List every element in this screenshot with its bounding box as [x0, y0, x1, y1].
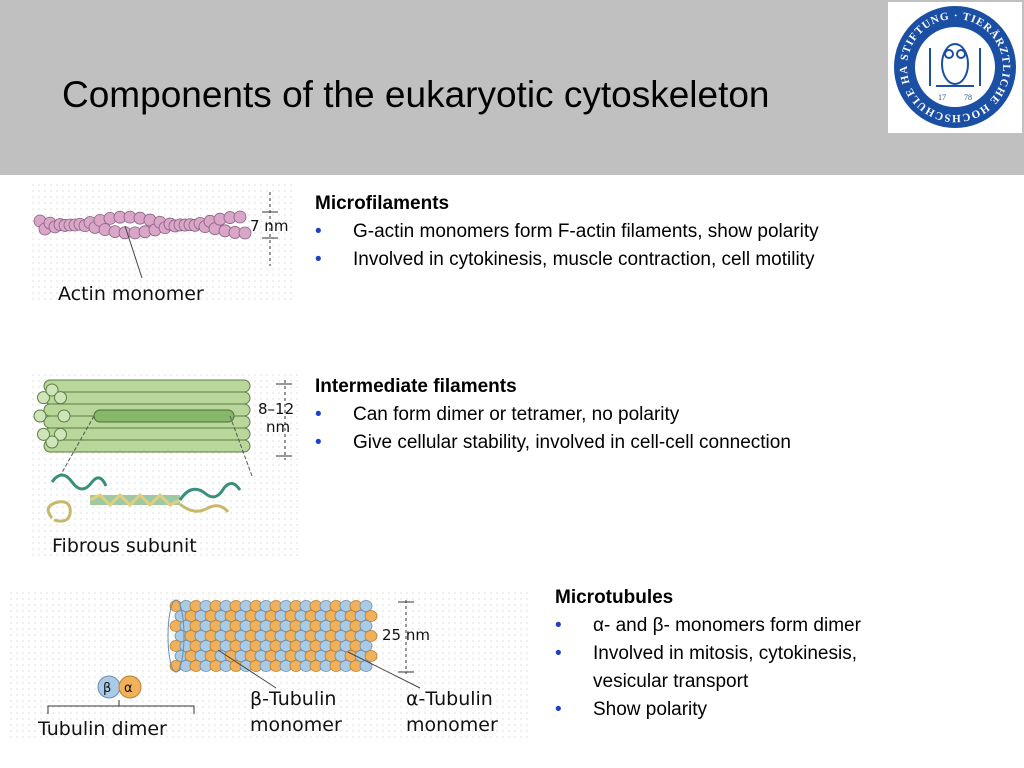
bullet-icon: •	[315, 249, 322, 270]
highlighted-rod	[93, 409, 235, 423]
microtubule-end	[167, 599, 185, 673]
intermediate-filaments-bullets: • Can form dimer or tetramer, no polarity…	[315, 401, 935, 457]
beta-tubulin-bead	[359, 660, 373, 672]
bullet-text: Involved in mitosis, cytokinesis, vesicu…	[593, 643, 857, 692]
page-title: Components of the eukaryotic cytoskeleto…	[62, 74, 770, 115]
alpha-tubulin-label-line2: monomer	[406, 714, 498, 736]
intermediate-filaments-heading: Intermediate filaments	[315, 376, 517, 397]
tubulin-dimer-label: Tubulin dimer	[37, 718, 167, 740]
bullet-text: Show polarity	[593, 699, 708, 720]
microtubules-section: Microtubules • α- and β- monomers form di…	[555, 584, 995, 724]
alpha-tubulin-bead	[364, 630, 378, 642]
alpha-tubulin-label-line1: α-Tubulin	[406, 688, 493, 710]
rod-end	[45, 383, 59, 397]
microtubules-bullets: • α- and β- monomers form dimer • Involved…	[555, 612, 995, 724]
bullet-item: • G-actin monomers form F-actin filaments…	[315, 218, 935, 246]
dimer-alpha-symbol: α	[124, 681, 133, 696]
microtubule-figure: 25 nm β α Tubulin dimer β-Tubulin monome…	[8, 590, 530, 742]
fibrous-subunit-label: Fibrous subunit	[52, 535, 197, 557]
intermediate-filament-bundle	[33, 379, 251, 453]
bullet-text: Give cellular stability, involved in cel…	[353, 432, 791, 453]
bullet-icon: •	[315, 404, 322, 425]
bullet-item: • Can form dimer or tetramer, no polarity	[315, 401, 935, 429]
intermediate-filament-figure: 8–12 nm Fibrous subunit	[30, 372, 298, 560]
actin-filament	[33, 210, 252, 240]
beta-tubulin-bead	[359, 640, 373, 652]
bullet-text: Can form dimer or tetramer, no polarity	[353, 404, 680, 425]
bullet-icon: •	[315, 221, 322, 242]
actin-dimension-label: 7 nm	[250, 217, 288, 235]
dimer-beta-symbol: β	[103, 681, 111, 696]
alpha-tubulin-bead	[364, 650, 378, 662]
fibrous-subunit-drawing	[46, 473, 242, 523]
microfilament-figure: 7 nm Actin monomer	[30, 182, 295, 304]
microtubule-dimension-label: 25 nm	[382, 626, 430, 644]
bullet-text: G-actin monomers form F-actin filaments,…	[353, 221, 819, 242]
bullet-text: α- and β- monomers form dimer	[593, 615, 861, 636]
alpha-tubulin-icon	[118, 675, 142, 699]
bullet-icon: •	[555, 699, 562, 720]
if-dimension-top: 8–12	[258, 400, 294, 418]
bullet-item: • α- and β- monomers form dimer	[555, 612, 995, 640]
seal-year-right: 78	[964, 93, 972, 102]
bullet-item: • Give cellular stability, involved in ce…	[315, 429, 935, 457]
microtubule-cylinder	[167, 599, 378, 673]
filament-rod	[43, 391, 251, 405]
rod-end	[37, 391, 51, 405]
bullet-icon: •	[555, 615, 562, 636]
bullet-item: • Show polarity	[555, 696, 995, 724]
beta-tubulin-bead	[359, 600, 373, 612]
university-logo: STIFTUNG · TIERÄRZTLICHE HOCHSCHULE HANN…	[888, 2, 1022, 133]
beta-tubulin-bead	[359, 620, 373, 632]
alpha-tubulin-bead	[364, 610, 378, 622]
seal-icon: STIFTUNG · TIERÄRZTLICHE HOCHSCHULE HANN…	[888, 2, 1016, 128]
actin-bead	[233, 210, 247, 224]
beta-tubulin-label-line2: monomer	[250, 714, 342, 736]
rod-end	[57, 409, 71, 423]
if-dimension-bottom: nm	[266, 418, 290, 436]
microfilaments-heading: Microfilaments	[315, 193, 450, 214]
filament-rod	[43, 427, 251, 441]
rod-end	[53, 391, 67, 405]
bullet-icon: •	[315, 432, 322, 453]
seal-year-left: 17	[938, 93, 946, 102]
actin-monomer-label: Actin monomer	[58, 283, 204, 304]
actin-bead	[238, 226, 252, 240]
rod-end	[37, 427, 51, 441]
microfilaments-section: Microfilaments • G-actin monomers form F-…	[315, 190, 935, 274]
intermediate-filaments-section: Intermediate filaments • Can form dimer o…	[315, 373, 935, 457]
beta-tubulin-label-line1: β-Tubulin	[250, 688, 336, 710]
microfilaments-bullets: • G-actin monomers form F-actin filaments…	[315, 218, 935, 274]
bullet-text: Involved in cytokinesis, muscle contract…	[353, 249, 815, 270]
slide-header	[0, 0, 1024, 175]
rod-end	[53, 427, 67, 441]
bullet-item: • Involved in mitosis, cytokinesis, vesic…	[555, 640, 995, 696]
filament-rod	[43, 439, 251, 453]
rod-end	[33, 409, 47, 423]
microtubules-heading: Microtubules	[555, 587, 674, 608]
bullet-icon: •	[555, 643, 562, 664]
filament-rod	[43, 379, 251, 393]
rod-end	[45, 435, 59, 449]
bullet-item: • Involved in cytokinesis, muscle contrac…	[315, 246, 935, 274]
